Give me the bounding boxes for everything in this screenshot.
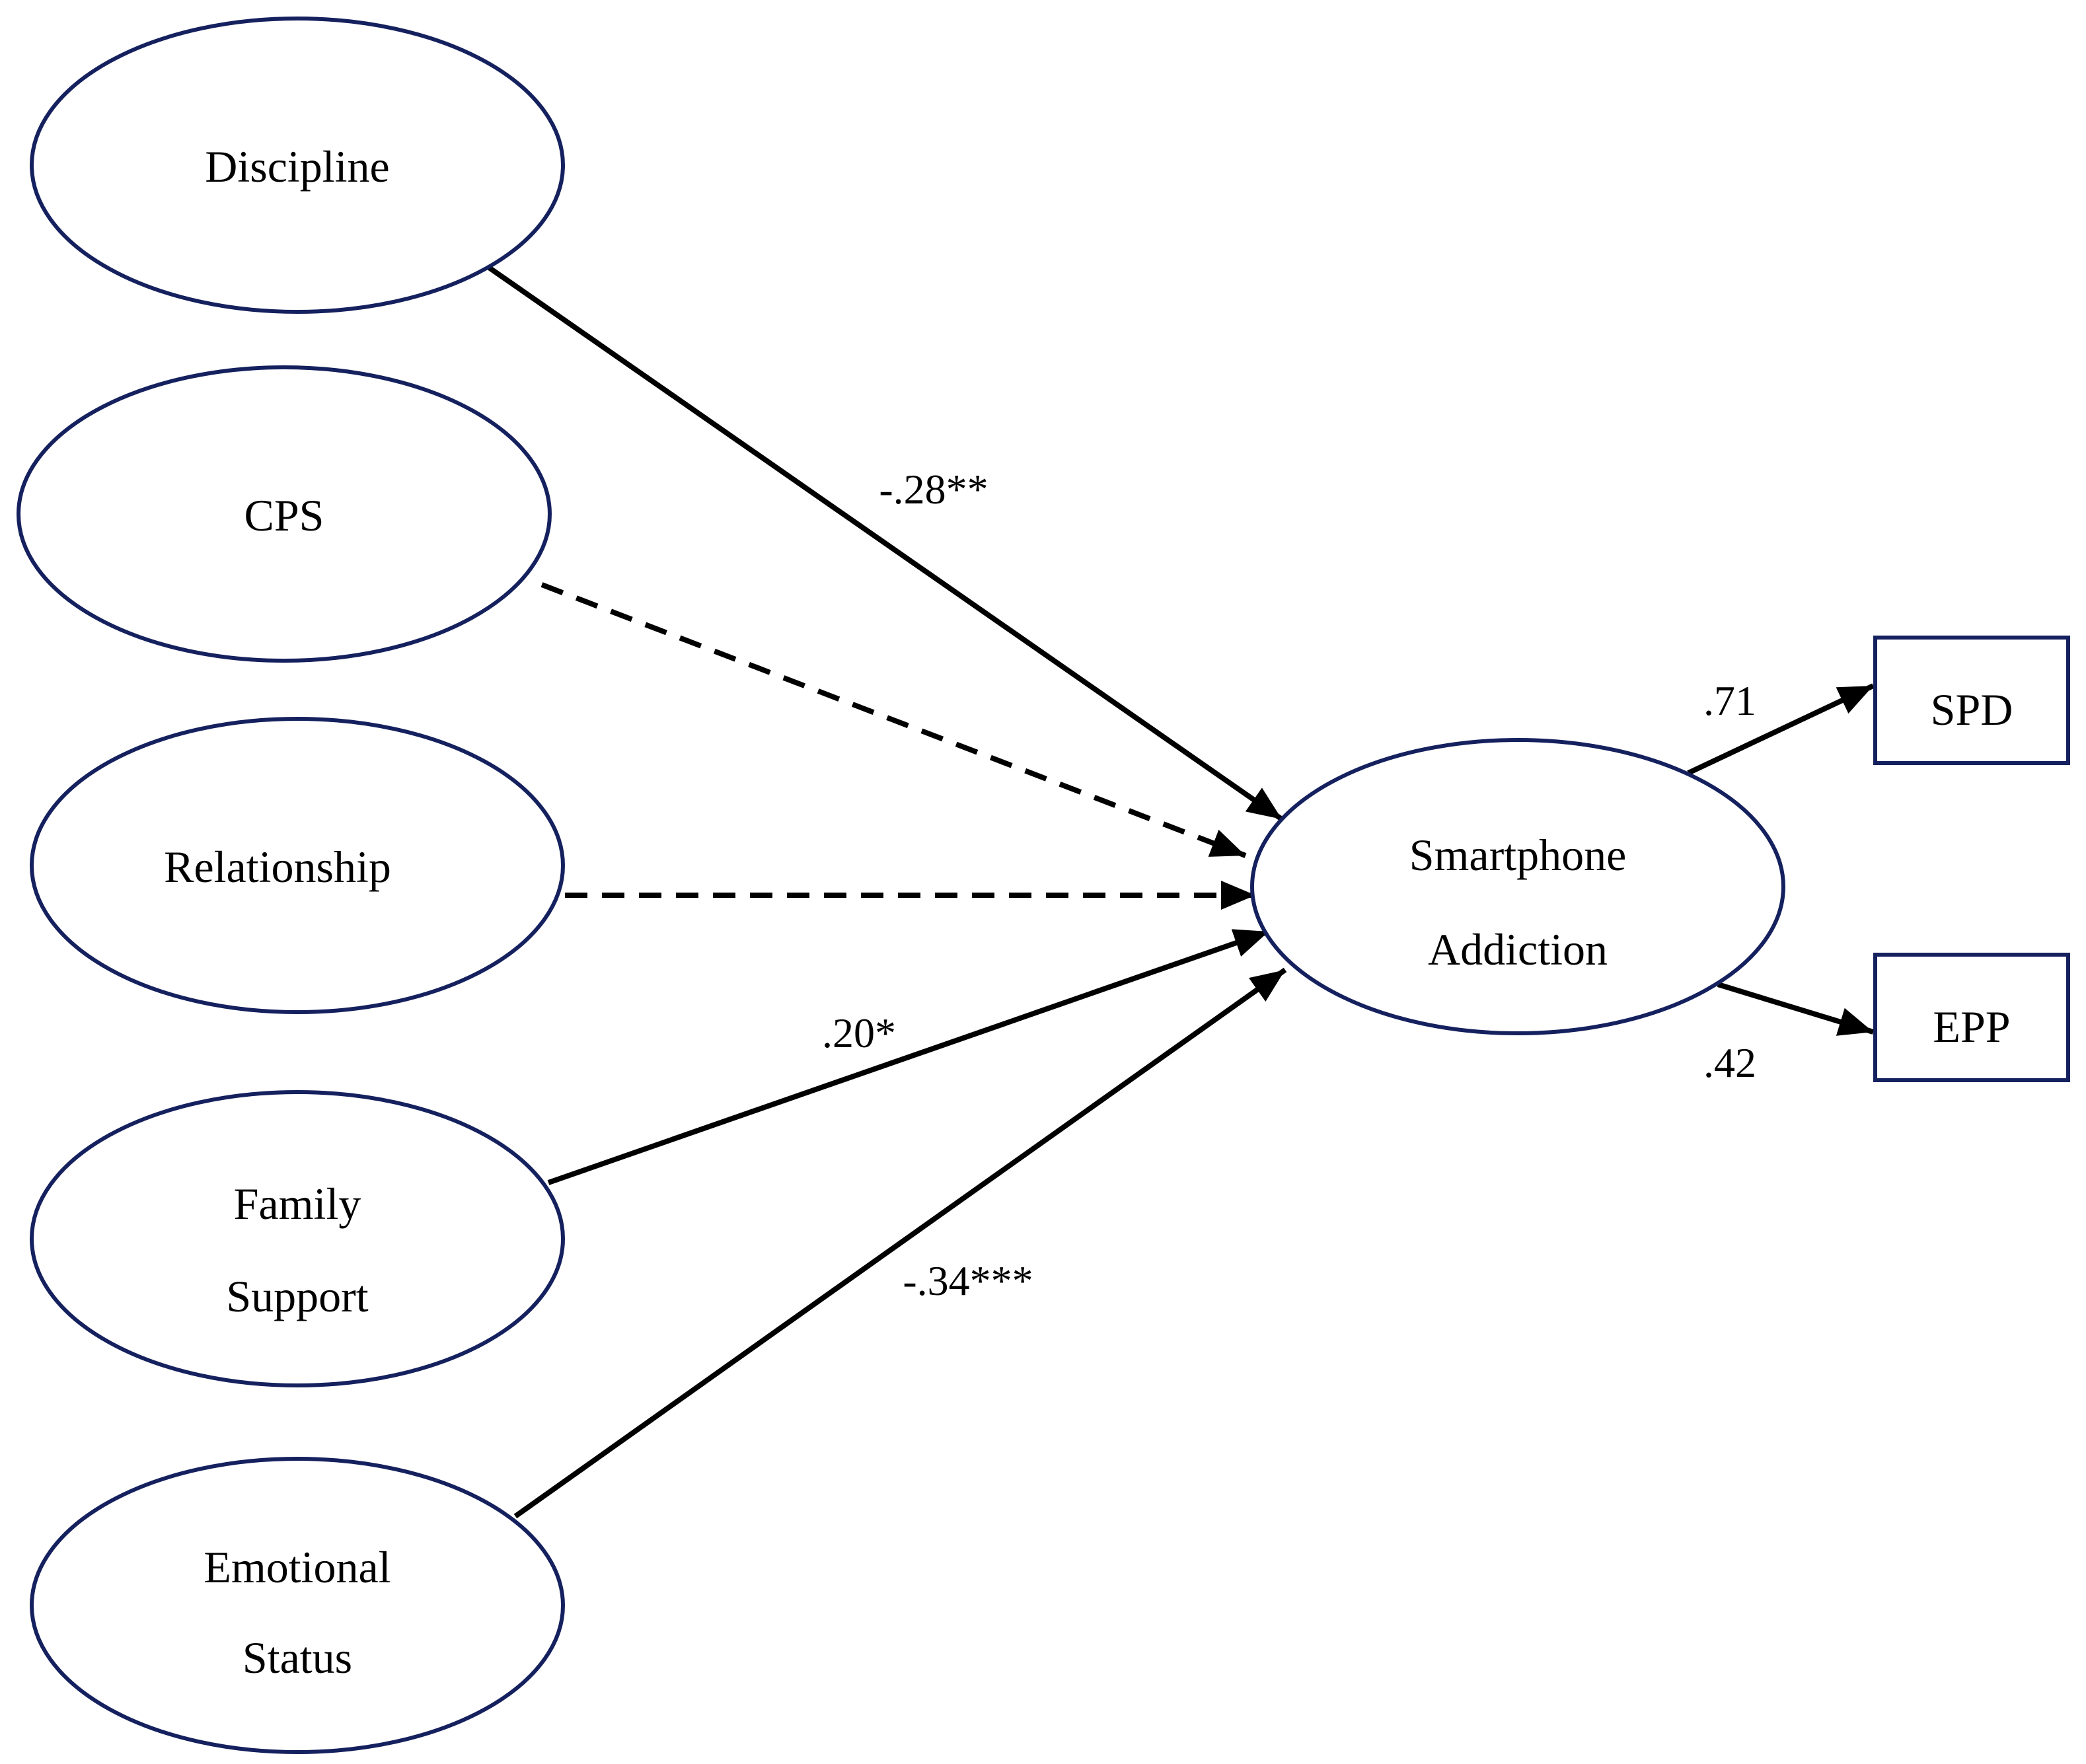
family-support-label-line2: Support xyxy=(226,1271,368,1321)
smartphone-addiction-label-line1: Smartphone xyxy=(1409,830,1627,880)
emotional-status-label-line2: Status xyxy=(242,1633,352,1683)
node-epp: EPP xyxy=(1873,953,2070,1082)
node-spd: SPD xyxy=(1873,636,2070,765)
path-family-support-to-addiction xyxy=(547,929,1270,1185)
relationship-ellipse xyxy=(30,717,565,1014)
smartphone-addiction-label-line2: Addiction xyxy=(1428,924,1608,974)
path-emotional-status-to-addiction xyxy=(513,967,1287,1519)
emotional-status-label-line1: Emotional xyxy=(204,1542,391,1592)
epp-label: EPP xyxy=(1933,1002,2010,1052)
node-relationship: Relationship xyxy=(30,717,565,1014)
smartphone-addiction-ellipse xyxy=(1250,738,1785,1035)
epp-box xyxy=(1873,953,2070,1082)
node-cps: CPS xyxy=(17,365,552,663)
path-cps-to-addiction xyxy=(540,582,1247,858)
cps-ellipse xyxy=(17,365,552,663)
path-addiction-to-spd xyxy=(1687,683,1875,776)
family-support-ellipse xyxy=(30,1090,565,1387)
coefficient-family-support: .20* xyxy=(822,1010,896,1056)
node-discipline: Discipline xyxy=(30,17,565,314)
spd-box xyxy=(1873,636,2070,765)
family-support-label-line1: Family xyxy=(234,1179,361,1229)
path-discipline-to-addiction xyxy=(487,265,1284,822)
node-smartphone-addiction: Smartphone Addiction xyxy=(1250,738,1785,1035)
discipline-ellipse xyxy=(30,17,565,314)
cps-label: CPS xyxy=(244,490,324,540)
discipline-label: Discipline xyxy=(205,141,390,192)
emotional-status-ellipse xyxy=(30,1457,565,1754)
relationship-label: Relationship xyxy=(164,842,391,892)
coefficient-discipline: -.28** xyxy=(879,466,988,513)
node-emotional-status: Emotional Status xyxy=(30,1457,565,1754)
path-addiction-to-epp xyxy=(1717,982,1875,1036)
coefficient-emotional-status: -.34*** xyxy=(903,1257,1033,1304)
node-family-support: Family Support xyxy=(30,1090,565,1387)
coefficient-spd: .71 xyxy=(1703,677,1756,724)
coefficient-epp: .42 xyxy=(1703,1039,1756,1086)
spd-label: SPD xyxy=(1931,684,2013,735)
